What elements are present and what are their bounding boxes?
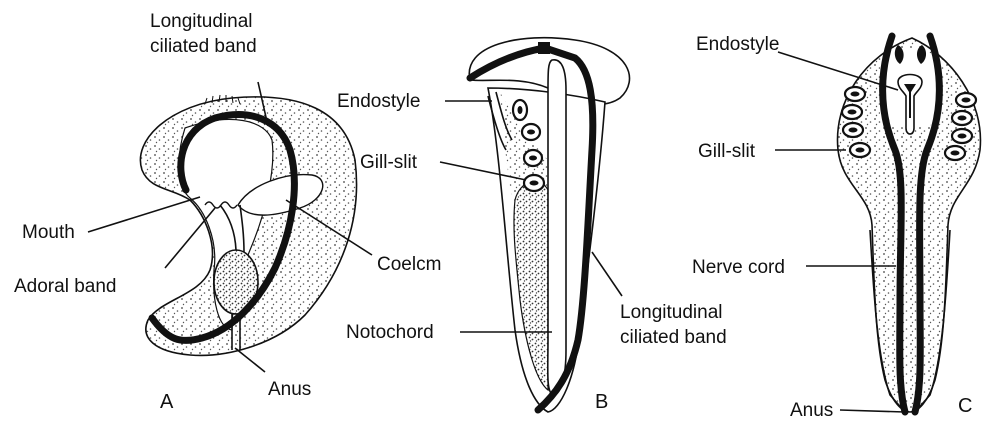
band-knot — [538, 42, 550, 54]
panel-b: Endostyle Gill-slit Notochord Longitudin… — [337, 38, 727, 413]
panel-a-letter: A — [160, 391, 174, 413]
gill-slit — [843, 123, 863, 137]
label-c-gill-slit: Gill-slit — [698, 141, 756, 162]
label-c-endostyle: Endostyle — [696, 34, 779, 55]
label-notochord: Notochord — [346, 322, 434, 343]
gill-slit — [952, 111, 972, 125]
gill-slit — [845, 87, 865, 101]
gill-slit — [842, 105, 862, 119]
gill-slit — [513, 100, 527, 120]
gill-slit — [522, 124, 540, 140]
label-a-band-line1: Longitudinal — [150, 11, 252, 32]
label-b-endostyle: Endostyle — [337, 91, 420, 112]
panel-c: Endostyle Gill-slit Nerve cord Anus C — [692, 34, 980, 421]
leader-a-anus — [235, 348, 265, 372]
label-b-band-line2: ciliated band — [620, 327, 727, 348]
label-b-band-line1: Longitudinal — [620, 302, 722, 323]
notochord — [548, 60, 566, 395]
label-coelom: Coelcm — [377, 254, 441, 275]
gill-slit — [952, 129, 972, 143]
label-b-gill-slit: Gill-slit — [360, 152, 418, 173]
label-a-anus: Anus — [268, 379, 311, 400]
label-adoral-band: Adoral band — [14, 276, 116, 297]
gill-slit — [945, 146, 965, 160]
gill-slit — [850, 143, 870, 157]
gill-slit — [524, 150, 542, 166]
leader-a-adoral — [165, 208, 215, 268]
leader-b-band — [592, 252, 622, 296]
leader-c-anus — [840, 410, 905, 412]
panel-a: Longitudinal ciliated band Mouth Adoral … — [14, 11, 441, 413]
label-mouth: Mouth — [22, 222, 75, 243]
panel-c-letter: C — [958, 395, 972, 417]
leader-a-mouth — [88, 197, 200, 232]
label-nerve-cord: Nerve cord — [692, 257, 785, 278]
panel-b-letter: B — [595, 391, 608, 413]
label-a-band-line2: ciliated band — [150, 36, 257, 57]
gill-slit — [956, 93, 976, 107]
gill-slit — [524, 175, 544, 191]
label-c-anus: Anus — [790, 400, 833, 421]
